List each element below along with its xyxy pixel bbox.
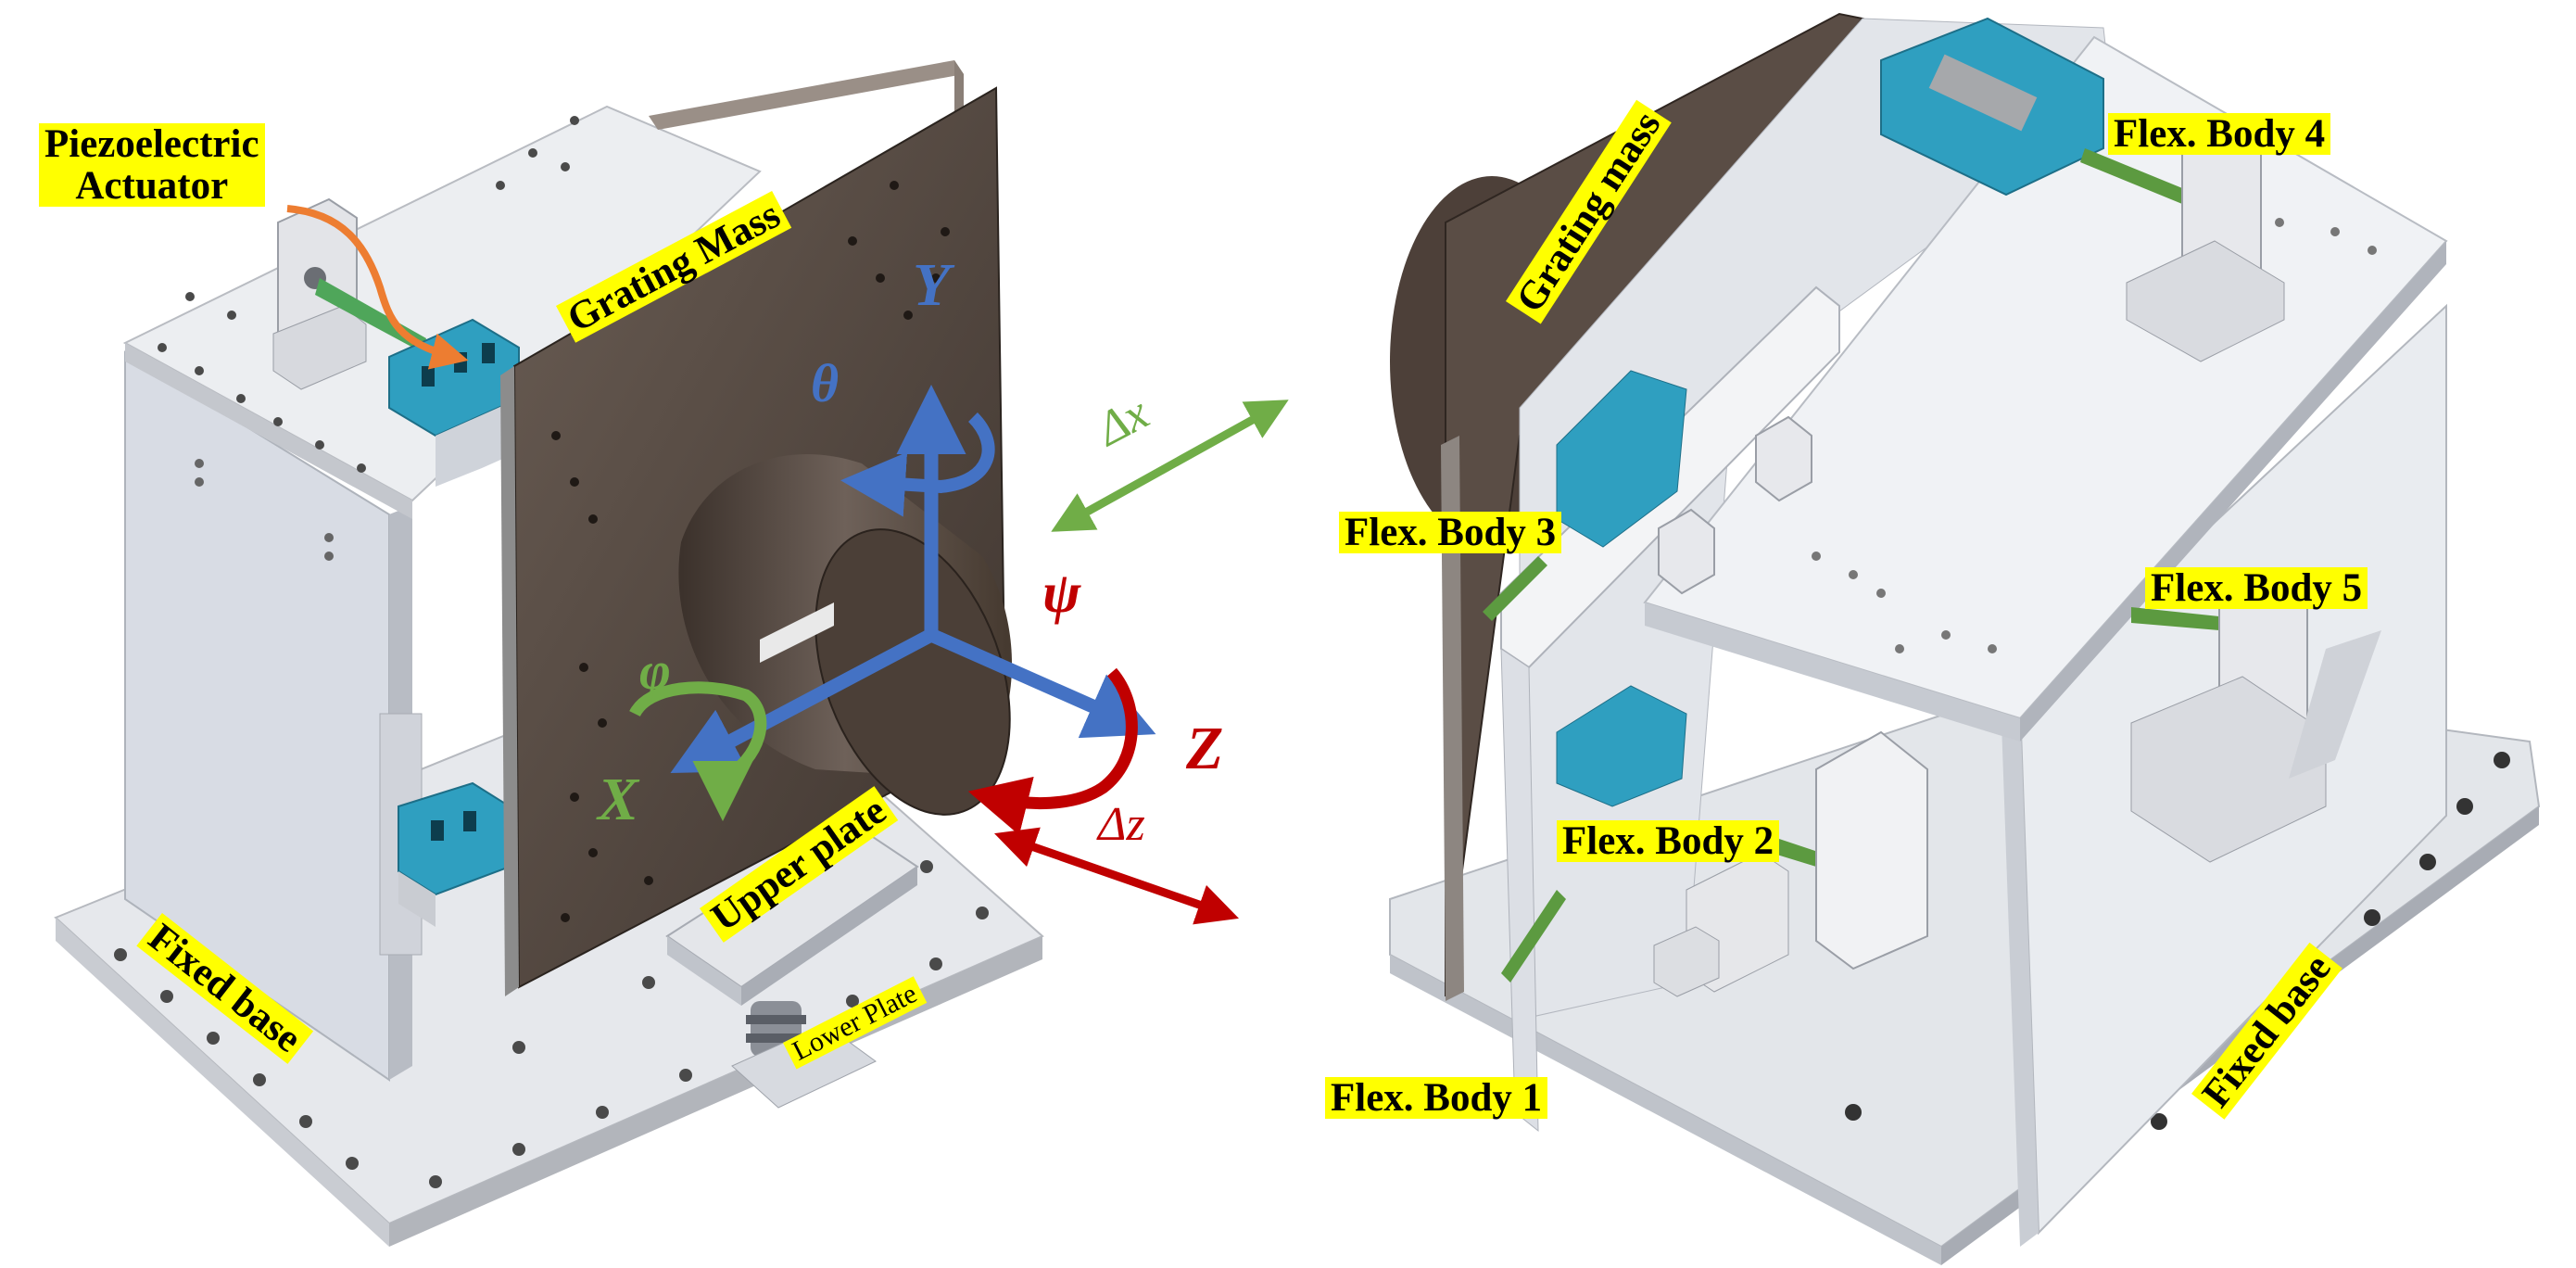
flex-body-2-clamp [1653, 730, 1928, 997]
psi-label: ψ [1042, 562, 1081, 625]
upper-lower-plates [665, 818, 919, 1109]
z-axis-label: Z [1186, 715, 1224, 782]
left-assembly [54, 60, 1289, 1247]
piezo-mount [272, 197, 426, 390]
piezo-label-line2: Actuator [75, 164, 229, 209]
delta-z-arrow [993, 827, 1240, 925]
coordinate-axes [629, 385, 1289, 925]
z-axis-arrow [928, 628, 1156, 739]
theta-rotation-arrow [840, 412, 995, 517]
bottom-actuator-block [398, 781, 511, 927]
piezo-actuator-label: Piezoelectric Actuator [39, 123, 265, 207]
x-axis-label: X [598, 766, 639, 833]
actuator-pointer-arrow [286, 205, 469, 370]
left-top-plate [122, 105, 762, 519]
theta-label: θ [811, 353, 840, 413]
flex-body-5-label: Flex. Body 5 [2145, 567, 2368, 609]
psi-rotation-arrow [967, 667, 1138, 835]
right-teal-blocks [1556, 17, 2104, 807]
phi-label: φ [639, 640, 671, 701]
flex-body-1-label: Flex. Body 1 [1325, 1077, 1548, 1119]
x-axis-arrow [670, 628, 935, 774]
y-axis-label: Y [913, 251, 951, 319]
flex-body-3-label: Flex. Body 3 [1339, 512, 1562, 553]
piezo-label-line1: Piezoelectric [44, 122, 259, 166]
flex-body-2-label: Flex. Body 2 [1557, 820, 1780, 862]
delta-x-arrow [1051, 399, 1289, 532]
phi-rotation-arrow [629, 681, 767, 821]
top-brackets [1658, 415, 1812, 595]
flexure-rods [1483, 148, 2219, 983]
delta-z-label: Δz [1098, 798, 1145, 851]
right-assembly [1389, 12, 2541, 1265]
flex-body-4-label: Flex. Body 4 [2108, 113, 2331, 155]
flex-body-5-mount [2130, 568, 2381, 863]
